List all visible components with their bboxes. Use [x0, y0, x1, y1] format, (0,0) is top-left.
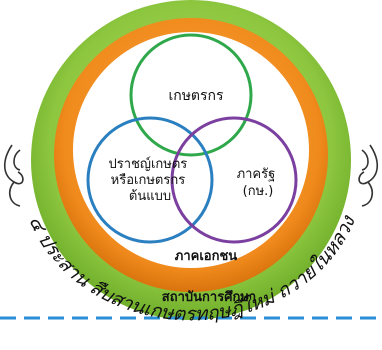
sage-label-line-3: ต้นแบบ: [129, 189, 171, 204]
sage-label: ปราชญ์เกษตร หรือเกษตรกร ต้นแบบ: [109, 156, 192, 204]
farmer-circle: [129, 33, 253, 157]
right-ornament-icon: [358, 144, 379, 207]
left-ornament-icon: [3, 144, 24, 207]
government-label-line-2: (กษ.): [243, 184, 274, 199]
academic-label: สถาบันการศึกษา: [162, 289, 256, 305]
farmer-label: เกษตรกร: [168, 88, 224, 104]
inner-disc: [73, 32, 309, 268]
private-sector-label: ภาคเอกชน: [175, 249, 238, 264]
government-label-line-1: ภาครัฐ: [237, 167, 276, 182]
government-circle: [170, 116, 298, 244]
government-label: ภาครัฐ (กษ.): [237, 167, 280, 199]
sage-label-line-2: หรือเกษตรกร: [111, 172, 186, 188]
sage-label-line-1: ปราชญ์เกษตร: [109, 156, 188, 172]
sage-circle: [86, 116, 214, 244]
